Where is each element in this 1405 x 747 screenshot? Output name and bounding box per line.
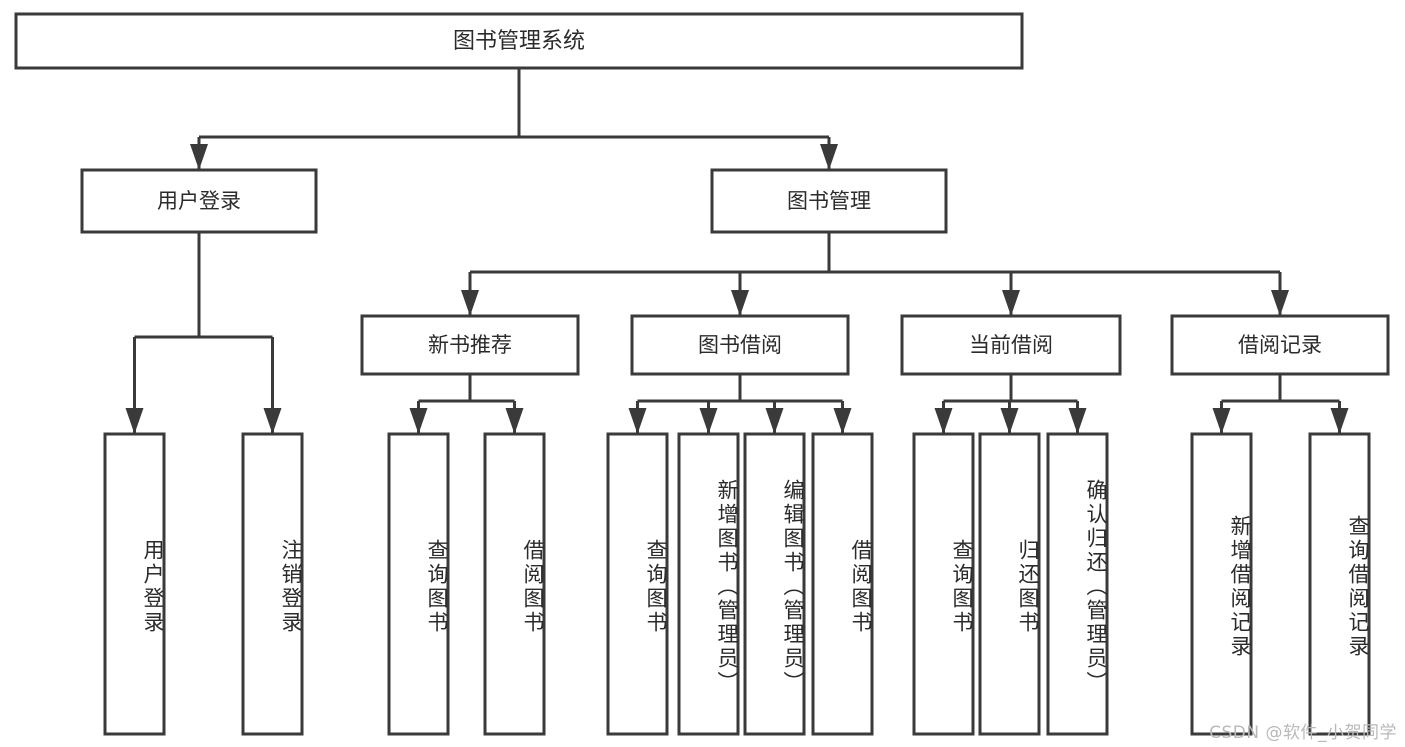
leaf-node-1-rect[interactable] xyxy=(241,432,304,736)
watermark: CSDN @软件_小贺同学 xyxy=(1209,723,1397,743)
leaf-node-4-rect[interactable] xyxy=(606,432,669,736)
arrow-down-icon xyxy=(820,144,838,170)
leaf-node-11-rect[interactable] xyxy=(1190,432,1253,736)
arrow-down-icon xyxy=(628,408,647,434)
level3-node-3-label: 借阅记录 xyxy=(1238,333,1322,357)
arrow-down-icon xyxy=(1068,408,1087,434)
arrow-down-icon xyxy=(1000,408,1019,434)
leaf-node-10[interactable] xyxy=(1046,432,1109,736)
arrow-down-icon xyxy=(1212,408,1231,434)
leaf-node-9[interactable] xyxy=(978,432,1041,736)
level3-node-1-label: 图书借阅 xyxy=(698,333,782,357)
arrow-down-icon xyxy=(125,408,144,434)
leaf-node-2-rect[interactable] xyxy=(387,432,450,736)
arrow-down-icon xyxy=(505,408,524,434)
leaf-node-9-rect[interactable] xyxy=(978,432,1041,736)
leaf-node-11[interactable] xyxy=(1190,432,1253,736)
leaf-node-12[interactable] xyxy=(1308,432,1371,736)
level2-node-0-rect[interactable] xyxy=(80,168,318,234)
arrow-down-icon xyxy=(1330,408,1349,434)
level2-node-1-label: 图书管理 xyxy=(787,189,871,213)
level3-node-0-rect[interactable] xyxy=(360,314,580,376)
level3-node-1[interactable]: 图书借阅 xyxy=(630,314,850,376)
level3-node-2-label: 当前借阅 xyxy=(969,333,1053,357)
leaf-node-7-rect[interactable] xyxy=(811,432,874,736)
leaf-node-5[interactable] xyxy=(677,432,740,736)
arrow-down-icon xyxy=(699,408,718,434)
root-node-system-rect[interactable] xyxy=(14,12,1024,70)
arrow-down-icon xyxy=(1002,290,1020,316)
leaf-node-5-rect[interactable] xyxy=(677,432,740,736)
arrow-down-icon xyxy=(409,408,428,434)
arrow-down-icon xyxy=(731,290,749,316)
arrow-down-icon xyxy=(1271,290,1289,316)
level2-node-1[interactable]: 图书管理 xyxy=(710,168,948,234)
level2-node-0[interactable]: 用户登录 xyxy=(80,168,318,234)
root-node-system-label: 图书管理系统 xyxy=(453,29,585,54)
leaf-node-12-rect[interactable] xyxy=(1308,432,1371,736)
leaf-node-4[interactable] xyxy=(606,432,669,736)
level3-node-0[interactable]: 新书推荐 xyxy=(360,314,580,376)
leaf-node-2[interactable] xyxy=(387,432,450,736)
leaf-node-6-rect[interactable] xyxy=(743,432,806,736)
arrow-down-icon xyxy=(461,290,479,316)
level3-node-3[interactable]: 借阅记录 xyxy=(1170,314,1390,376)
arrow-down-icon xyxy=(765,408,784,434)
level3-node-1-rect[interactable] xyxy=(630,314,850,376)
connector-lines xyxy=(125,68,1349,434)
leaf-node-10-rect[interactable] xyxy=(1046,432,1109,736)
arrow-down-icon xyxy=(263,408,282,434)
leaf-node-7[interactable] xyxy=(811,432,874,736)
level3-node-0-label: 新书推荐 xyxy=(428,333,512,357)
leaf-node-3-rect[interactable] xyxy=(483,432,546,736)
leaf-node-0-rect[interactable] xyxy=(103,432,166,736)
leaf-node-6[interactable] xyxy=(743,432,806,736)
leaf-node-8-rect[interactable] xyxy=(912,432,975,736)
arrow-down-icon xyxy=(934,408,953,434)
level3-node-3-rect[interactable] xyxy=(1170,314,1390,376)
level2-node-1-rect[interactable] xyxy=(710,168,948,234)
arrow-down-icon xyxy=(833,408,852,434)
leaf-node-1[interactable] xyxy=(241,432,304,736)
level3-node-2[interactable]: 当前借阅 xyxy=(900,314,1122,376)
leaf-node-8[interactable] xyxy=(912,432,975,736)
leaf-node-0[interactable] xyxy=(103,432,166,736)
level3-node-2-rect[interactable] xyxy=(900,314,1122,376)
level2-node-0-label: 用户登录 xyxy=(157,189,241,213)
root-node-system[interactable]: 图书管理系统 xyxy=(14,12,1024,70)
leaf-node-3[interactable] xyxy=(483,432,546,736)
arrow-down-icon xyxy=(190,144,208,170)
